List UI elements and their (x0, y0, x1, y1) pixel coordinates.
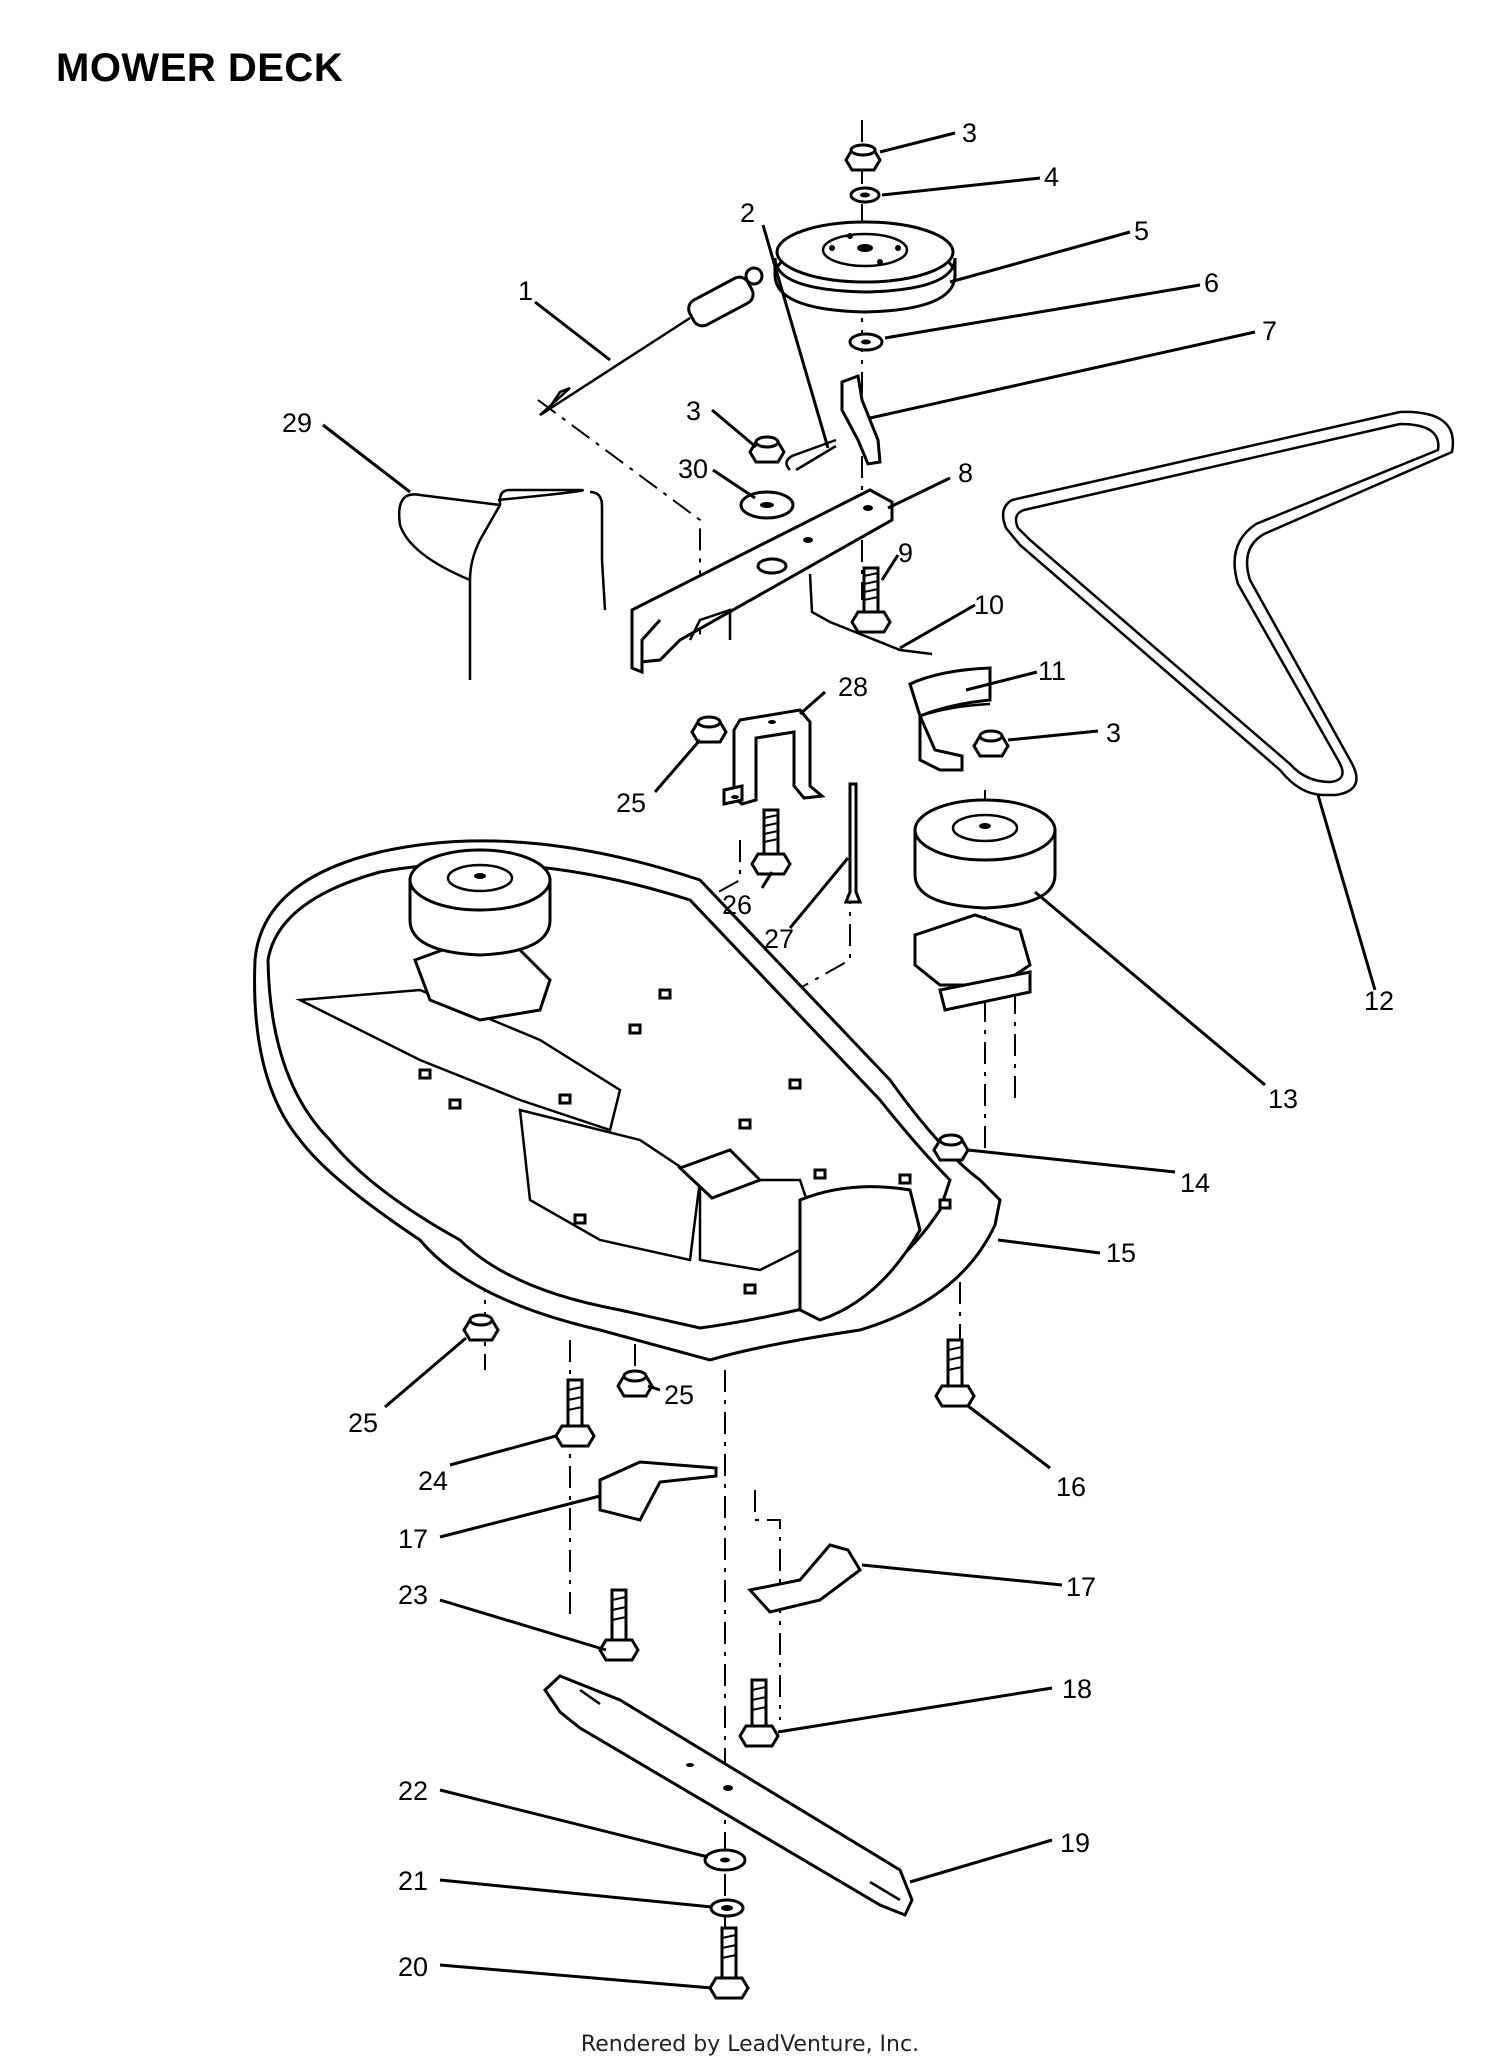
exploded-view-diagram: 1 2 3 3 3 4 5 6 7 8 9 10 11 12 13 14 15 … (253, 118, 1455, 2000)
callout-30: 30 (678, 454, 708, 484)
callout-29: 29 (282, 408, 312, 438)
callout-25-left: 25 (348, 1408, 378, 1438)
callout-labels: 1 2 3 3 3 4 5 6 7 8 9 10 11 12 13 14 15 … (282, 118, 1394, 1982)
part-18-bolt (738, 1678, 780, 1748)
part-23-bolt (598, 1588, 640, 1662)
callout-9: 9 (898, 538, 913, 568)
part-4-washer (849, 186, 881, 204)
callout-12: 12 (1364, 986, 1394, 1016)
part-25-center-nut (616, 1369, 654, 1398)
callout-16: 16 (1056, 1472, 1086, 1502)
callout-23: 23 (398, 1580, 428, 1610)
callout-8: 8 (958, 458, 973, 488)
callout-20: 20 (398, 1952, 428, 1982)
callout-17-right: 17 (1066, 1572, 1096, 1602)
callout-14: 14 (1180, 1168, 1210, 1198)
callout-1: 1 (518, 276, 533, 306)
part-7-bracket (840, 373, 882, 466)
callout-24: 24 (418, 1466, 448, 1496)
callout-3-right: 3 (1106, 718, 1121, 748)
leader-lines (322, 131, 1377, 1990)
part-17-right-baffle (747, 1543, 862, 1614)
callout-17-left: 17 (398, 1524, 428, 1554)
part-14-nut (932, 1133, 970, 1162)
footer-credit: Rendered by LeadVenture, Inc. (580, 2032, 920, 2057)
callout-28: 28 (838, 672, 868, 702)
part-24-bolt (554, 1378, 596, 1448)
part-11-belt-guide (908, 666, 992, 772)
deck-square-holes (418, 988, 952, 1295)
part-17-left-baffle (598, 1460, 718, 1522)
part-3-top-nut (844, 143, 882, 172)
callout-21: 21 (398, 1866, 428, 1896)
left-spindle-pulley (408, 848, 552, 1022)
callout-22: 22 (398, 1776, 428, 1806)
part-15-mower-deck (253, 839, 1002, 1362)
part-3-mid-nut (748, 435, 786, 464)
callout-15: 15 (1106, 1238, 1136, 1268)
part-30-washer (739, 490, 795, 520)
part-25-upper-nut (690, 715, 728, 744)
part-9-bolt (850, 566, 892, 634)
callout-19: 19 (1060, 1828, 1090, 1858)
part-16-bolt (934, 1338, 976, 1408)
callout-25-center: 25 (664, 1380, 694, 1410)
part-19-blade (543, 1674, 914, 1917)
part-12-v-belt (1001, 410, 1455, 797)
part-2-hairpin (785, 438, 837, 472)
callout-4: 4 (1044, 162, 1059, 192)
callout-13: 13 (1268, 1084, 1298, 1114)
part-27-pin (843, 782, 863, 904)
page-title: MOWER DECK (56, 46, 344, 90)
part-20-bolt (708, 1926, 750, 2000)
callout-3-mid: 3 (686, 396, 701, 426)
callout-26: 26 (722, 890, 752, 920)
callout-2: 2 (740, 198, 755, 228)
part-28-deck-bracket (722, 708, 826, 806)
part-29-wire-rod (397, 488, 607, 680)
callout-7: 7 (1262, 316, 1277, 346)
callout-6: 6 (1204, 268, 1219, 298)
callout-27: 27 (764, 924, 794, 954)
part-1-spring (539, 266, 764, 417)
callout-25-upper: 25 (616, 788, 646, 818)
callout-10: 10 (974, 590, 1004, 620)
callout-11: 11 (1038, 656, 1066, 686)
part-26-bolt (750, 808, 792, 876)
callout-5: 5 (1134, 216, 1149, 246)
part-5-idler-pulley (773, 220, 957, 314)
part-21-washer (709, 1898, 745, 1918)
callout-18: 18 (1062, 1674, 1092, 1704)
part-6-washer (848, 332, 884, 352)
part-10-link-rod (808, 573, 933, 656)
part-3-right-nut (972, 729, 1010, 758)
part-8-idler-arm (630, 488, 894, 675)
callout-3-top: 3 (962, 118, 977, 148)
part-22-washer (703, 1848, 747, 1872)
part-13-spindle-pulley (913, 798, 1057, 1012)
part-25-left-nut (462, 1313, 500, 1342)
